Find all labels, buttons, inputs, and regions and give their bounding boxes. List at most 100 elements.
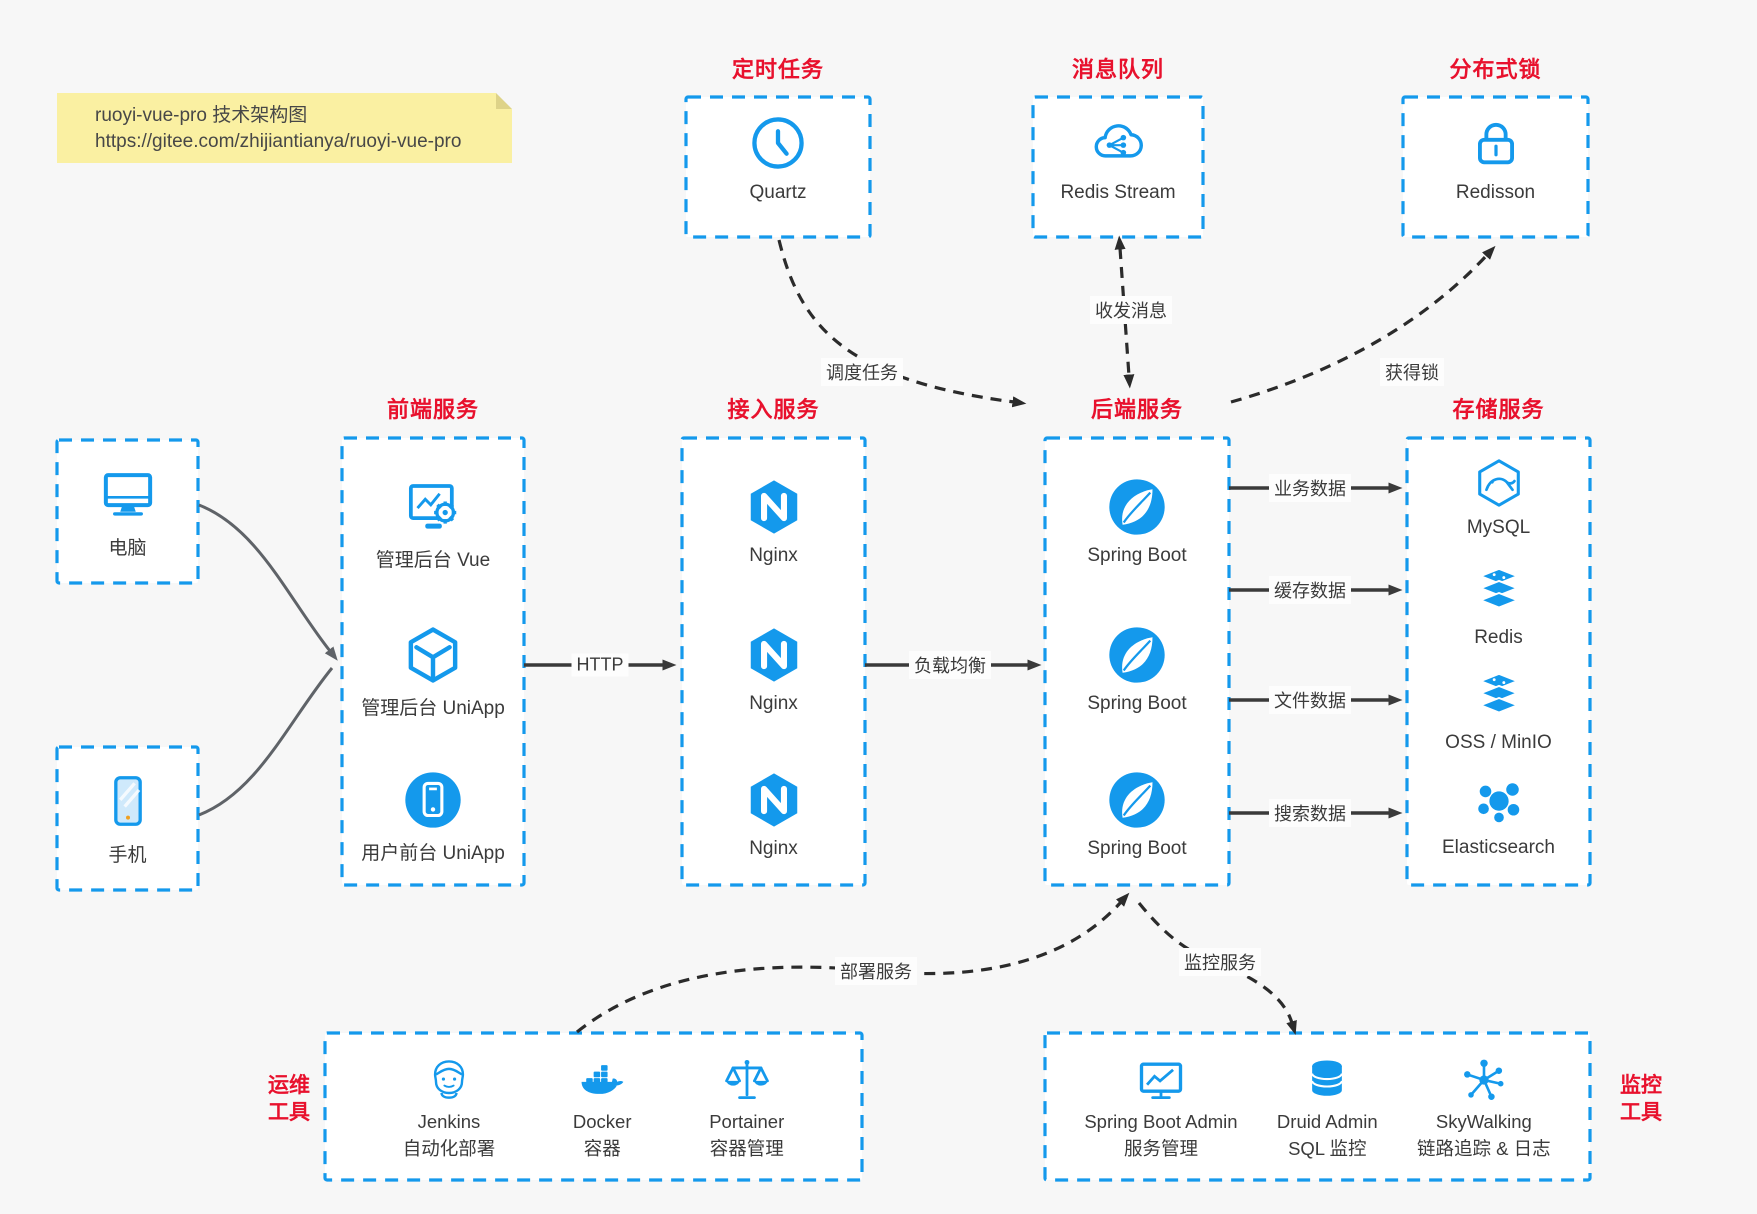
node-user-uniapp: 用户前台 UniApp: [342, 769, 524, 865]
edge-label-monitor: 监控服务: [1179, 948, 1261, 976]
node-druid-admin: Druid Admin SQL 监控: [1277, 1054, 1378, 1160]
group-title-distributed-lock: 分布式锁: [1449, 57, 1542, 82]
edge-label-cache-data: 缓存数据: [1269, 576, 1351, 604]
node-label: 用户前台 UniApp: [361, 843, 505, 864]
spring-boot-icon: [1106, 624, 1168, 686]
node-nginx-2: Nginx: [682, 624, 865, 715]
edge-label-send-receive: 收发消息: [1090, 296, 1172, 324]
node-nginx-1: Nginx: [682, 476, 865, 567]
lock-icon: [1466, 113, 1526, 173]
spring-boot-icon: [1106, 769, 1168, 831]
group-title-ops-tools: 运维 工具: [268, 1074, 310, 1124]
node-label: Spring Boot: [1087, 693, 1187, 714]
node-skywalking: SkyWalking 链路追踪 & 日志: [1417, 1054, 1551, 1160]
group-frontend: 管理后台 Vue 管理后台 UniApp 用户前台 UniApp: [342, 438, 524, 885]
node-nginx-3: Nginx: [682, 769, 865, 860]
node-label: Redis: [1474, 627, 1523, 648]
node-redisson: Redisson: [1403, 97, 1588, 237]
node-label: MySQL: [1466, 517, 1531, 538]
node-spring-boot-admin: Spring Boot Admin 服务管理: [1084, 1054, 1238, 1160]
node-label: Redisson: [1455, 182, 1536, 203]
node-label: SkyWalking: [1435, 1110, 1532, 1132]
node-label: Docker: [572, 1110, 632, 1132]
scales-icon: [721, 1054, 773, 1106]
monitor-chart-icon: [1135, 1054, 1187, 1106]
nginx-icon: [743, 769, 805, 831]
group-backend: Spring Boot Spring Boot Spring Boot: [1045, 438, 1229, 885]
admin-dashboard-icon: [402, 476, 464, 538]
edge-label-business-data: 业务数据: [1269, 474, 1351, 502]
node-mobile: 手机: [57, 747, 198, 890]
node-label: OSS / MinIO: [1445, 732, 1552, 753]
node-label: Redis Stream: [1060, 182, 1176, 203]
node-oss-minio: OSS / MinIO: [1407, 671, 1590, 754]
node-label: Spring Boot: [1087, 545, 1187, 566]
clock-icon: [748, 113, 808, 173]
nginx-icon: [743, 624, 805, 686]
jenkins-icon: [423, 1054, 475, 1106]
uniapp-cube-icon: [402, 624, 464, 686]
group-storage: MySQL Redis: [1407, 438, 1590, 885]
database-icon: [1301, 1054, 1353, 1106]
sticky-note: ruoyi-vue-pro 技术架构图 https://gitee.com/zh…: [57, 93, 512, 163]
smartphone-icon: [97, 770, 159, 832]
node-label: Spring Boot Admin: [1084, 1110, 1238, 1132]
node-springboot-3: Spring Boot: [1045, 769, 1229, 860]
group-ops-tools: Jenkins 自动化部署 Docker 容器: [325, 1033, 862, 1180]
node-label: 管理后台 Vue: [375, 550, 491, 571]
node-springboot-2: Spring Boot: [1045, 624, 1229, 715]
node-admin-vue: 管理后台 Vue: [342, 476, 524, 572]
node-label: Quartz: [749, 182, 807, 203]
node-label: 手机: [108, 845, 147, 866]
edge-label-file-data: 文件数据: [1269, 686, 1351, 714]
node-label: Nginx: [749, 545, 798, 566]
node-label: Jenkins: [417, 1110, 481, 1132]
note-url: https://gitee.com/zhijiantianya/ruoyi-vu…: [95, 131, 462, 152]
edge-label-acquire-lock: 获得锁: [1380, 358, 1444, 386]
node-sublabel: 容器管理: [709, 1137, 784, 1159]
node-label: 电脑: [108, 538, 147, 559]
mobile-app-icon: [402, 769, 464, 831]
group-monitor-tools: Spring Boot Admin 服务管理 Druid Admin SQL 监…: [1045, 1033, 1590, 1180]
node-label: Nginx: [749, 838, 798, 859]
docker-whale-icon: [576, 1054, 628, 1106]
group-title-message-queue: 消息队列: [1071, 57, 1164, 82]
node-sublabel: SQL 监控: [1288, 1137, 1367, 1159]
node-sublabel: 自动化部署: [402, 1137, 496, 1159]
group-gateway: Nginx Nginx Nginx: [682, 438, 865, 885]
node-label: Druid Admin: [1276, 1110, 1378, 1132]
node-portainer: Portainer 容器管理: [709, 1054, 784, 1160]
node-sublabel: 链路追踪 & 日志: [1417, 1137, 1551, 1159]
node-label: Portainer: [709, 1110, 785, 1132]
cloud-share-icon: [1088, 113, 1148, 173]
node-label: Spring Boot: [1087, 838, 1187, 859]
node-label: Nginx: [749, 693, 798, 714]
node-label: 管理后台 UniApp: [361, 698, 505, 719]
node-elasticsearch: Elasticsearch: [1407, 776, 1590, 859]
node-quartz: Quartz: [686, 97, 870, 237]
edge-label-deploy: 部署服务: [835, 957, 917, 985]
note-title: ruoyi-vue-pro 技术架构图: [95, 105, 308, 126]
node-springboot-1: Spring Boot: [1045, 476, 1229, 567]
stacked-layers-icon: [1472, 671, 1526, 725]
edge-label-search-data: 搜索数据: [1269, 799, 1351, 827]
node-pc: 电脑: [57, 440, 198, 583]
group-title-frontend: 前端服务: [386, 397, 479, 422]
node-mysql: MySQL: [1407, 456, 1590, 539]
node-sublabel: 容器: [583, 1137, 621, 1159]
group-title-scheduled-task: 定时任务: [731, 57, 824, 82]
node-docker: Docker 容器: [573, 1054, 632, 1160]
node-redis-stream: Redis Stream: [1033, 97, 1203, 237]
group-title-gateway: 接入服务: [727, 397, 820, 422]
spring-boot-icon: [1106, 476, 1168, 538]
stacked-layers-icon: [1472, 566, 1526, 620]
group-title-storage: 存储服务: [1452, 397, 1545, 422]
edge-label-http: HTTP: [571, 653, 629, 677]
edge-label-schedule-task: 调度任务: [821, 358, 903, 386]
node-admin-uniapp: 管理后台 UniApp: [342, 624, 524, 720]
node-redis: Redis: [1407, 566, 1590, 649]
mysql-icon: [1472, 456, 1526, 510]
edge-label-load-balance: 负载均衡: [909, 651, 991, 679]
node-jenkins: Jenkins 自动化部署: [402, 1054, 496, 1160]
node-sublabel: 服务管理: [1123, 1137, 1198, 1159]
